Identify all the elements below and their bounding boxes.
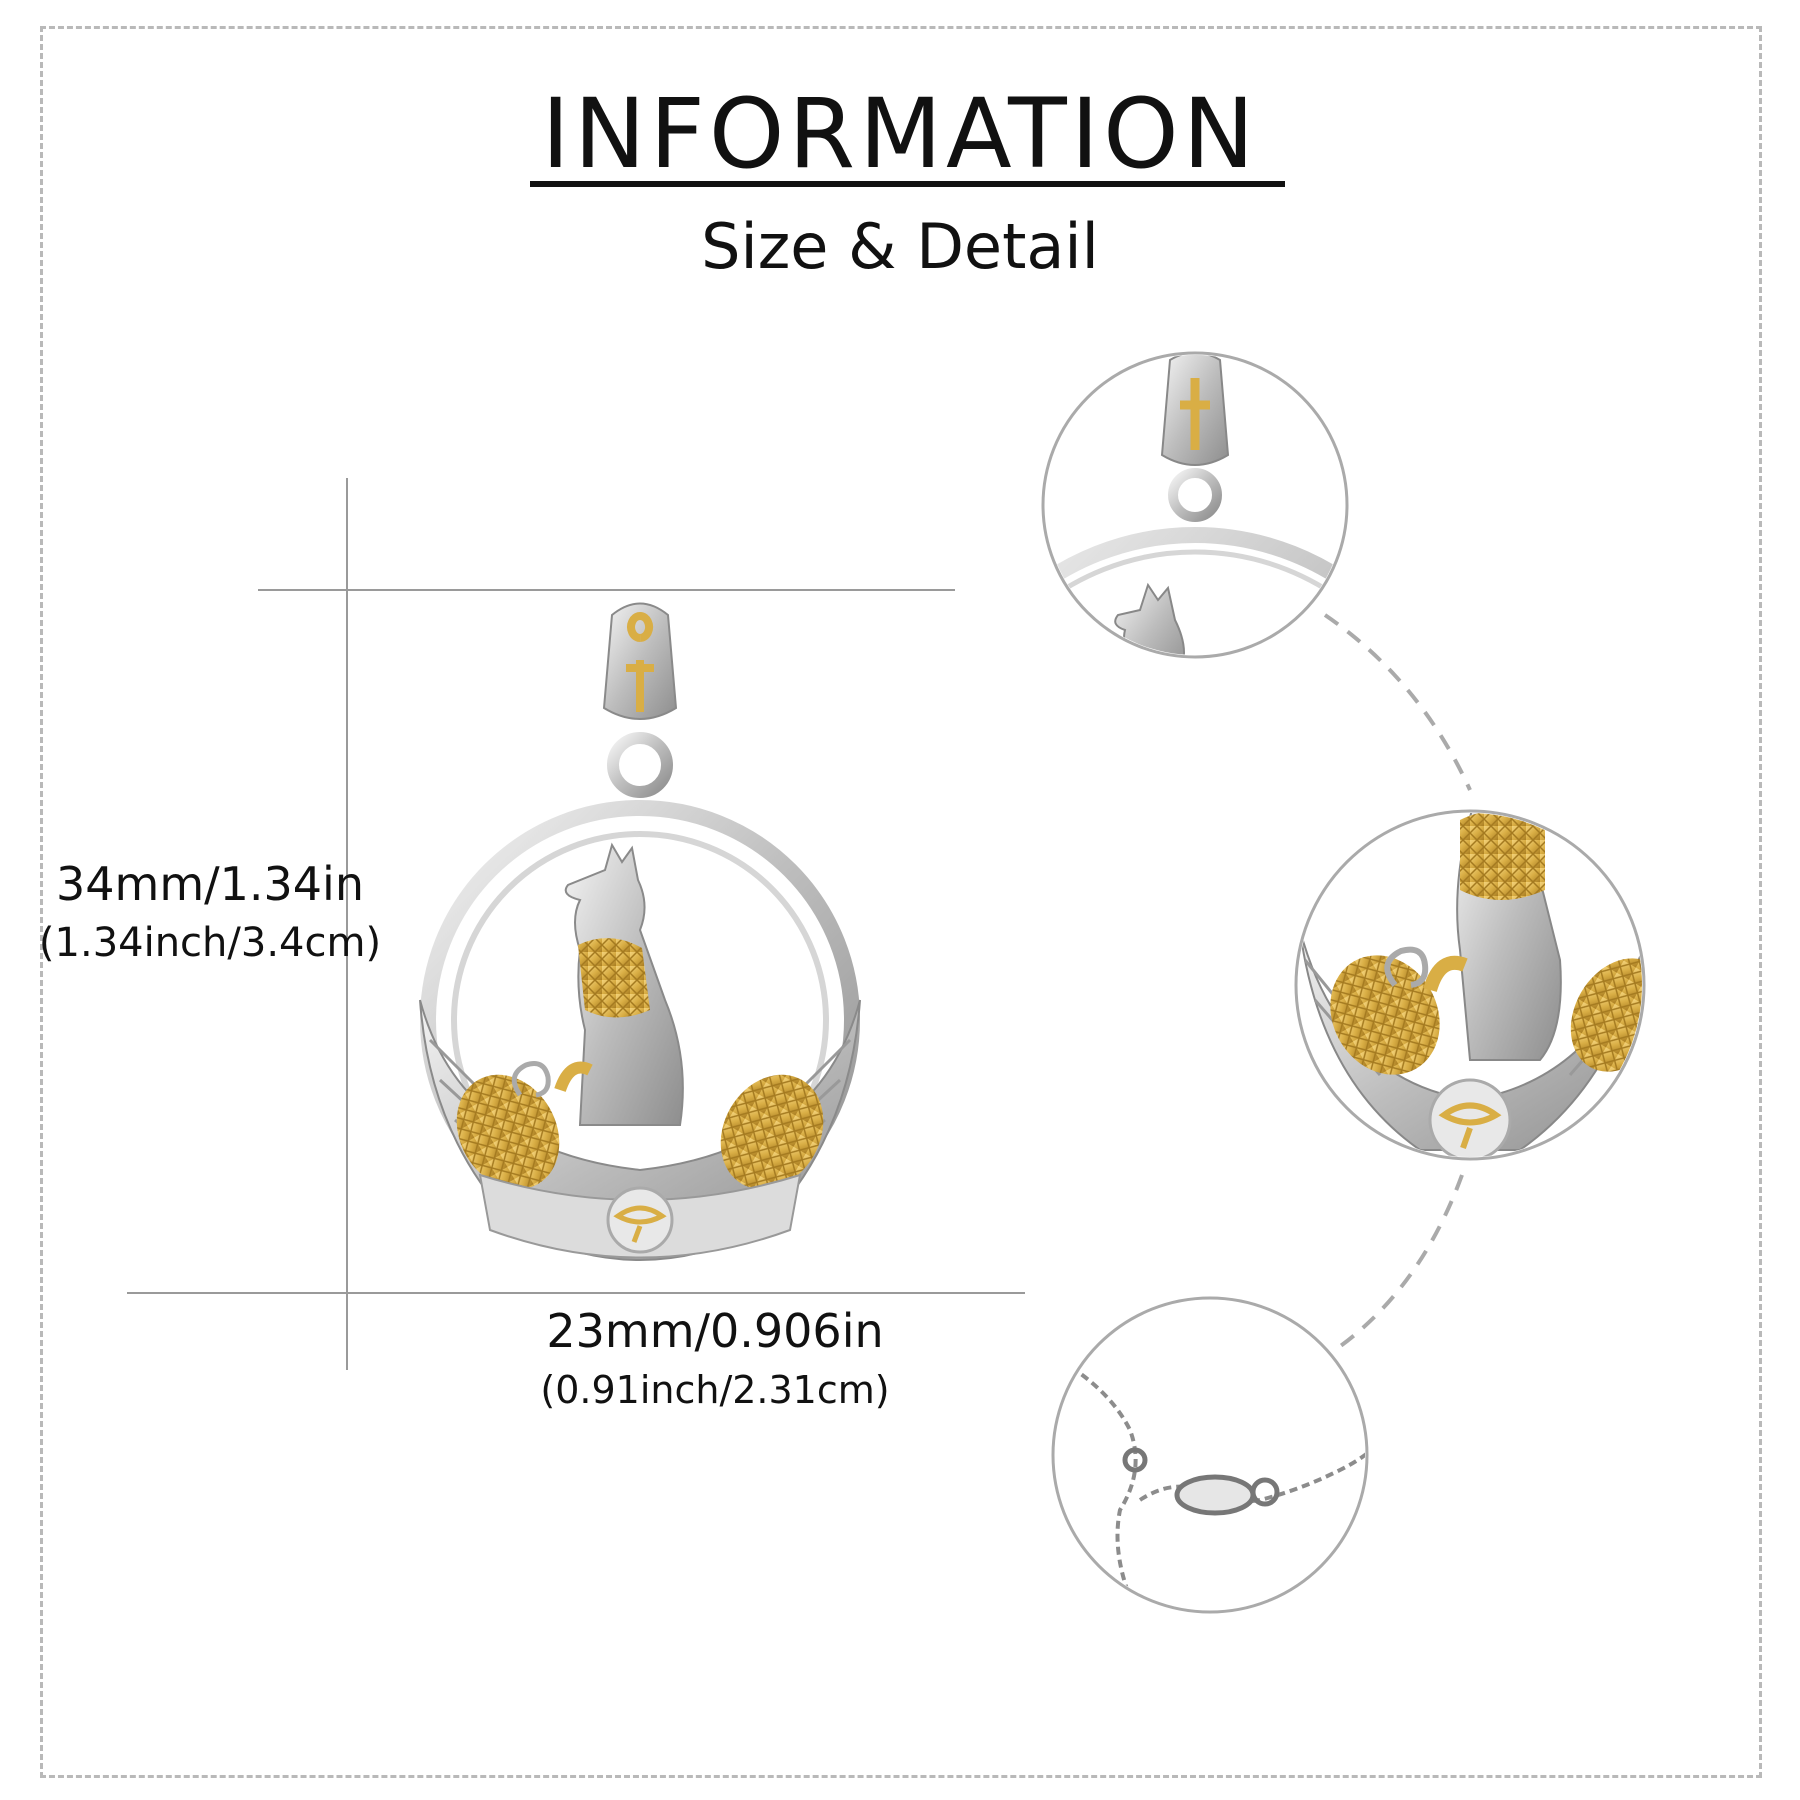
detail-view-bail: [1041, 351, 1349, 659]
eye-of-horus-icon: [613, 1205, 667, 1243]
width-dimension: 23mm/0.906in (0.91inch/2.31cm): [420, 1300, 1010, 1418]
width-primary-label: 23mm/0.906in: [546, 1304, 884, 1358]
measurement-guides: [127, 478, 1025, 1370]
dashed-frame: [40, 26, 1762, 1778]
page-subtitle: Size & Detail: [701, 210, 1099, 283]
height-dimension: 34mm/1.34in (1.34inch/3.4cm): [0, 853, 420, 971]
detail-connectors: [1323, 613, 1472, 1352]
width-secondary-label: (0.91inch/2.31cm): [540, 1368, 890, 1412]
title-underline: [530, 181, 1285, 187]
height-secondary-label: (1.34inch/3.4cm): [38, 920, 382, 966]
detail-view-collar: [1294, 809, 1646, 1161]
page-title: INFORMATION: [541, 78, 1259, 190]
ankh-icon: [626, 612, 654, 712]
pendant-main: [419, 602, 861, 1261]
detail-view-chain: [1051, 1296, 1369, 1614]
height-primary-label: 34mm/1.34in: [55, 857, 364, 911]
